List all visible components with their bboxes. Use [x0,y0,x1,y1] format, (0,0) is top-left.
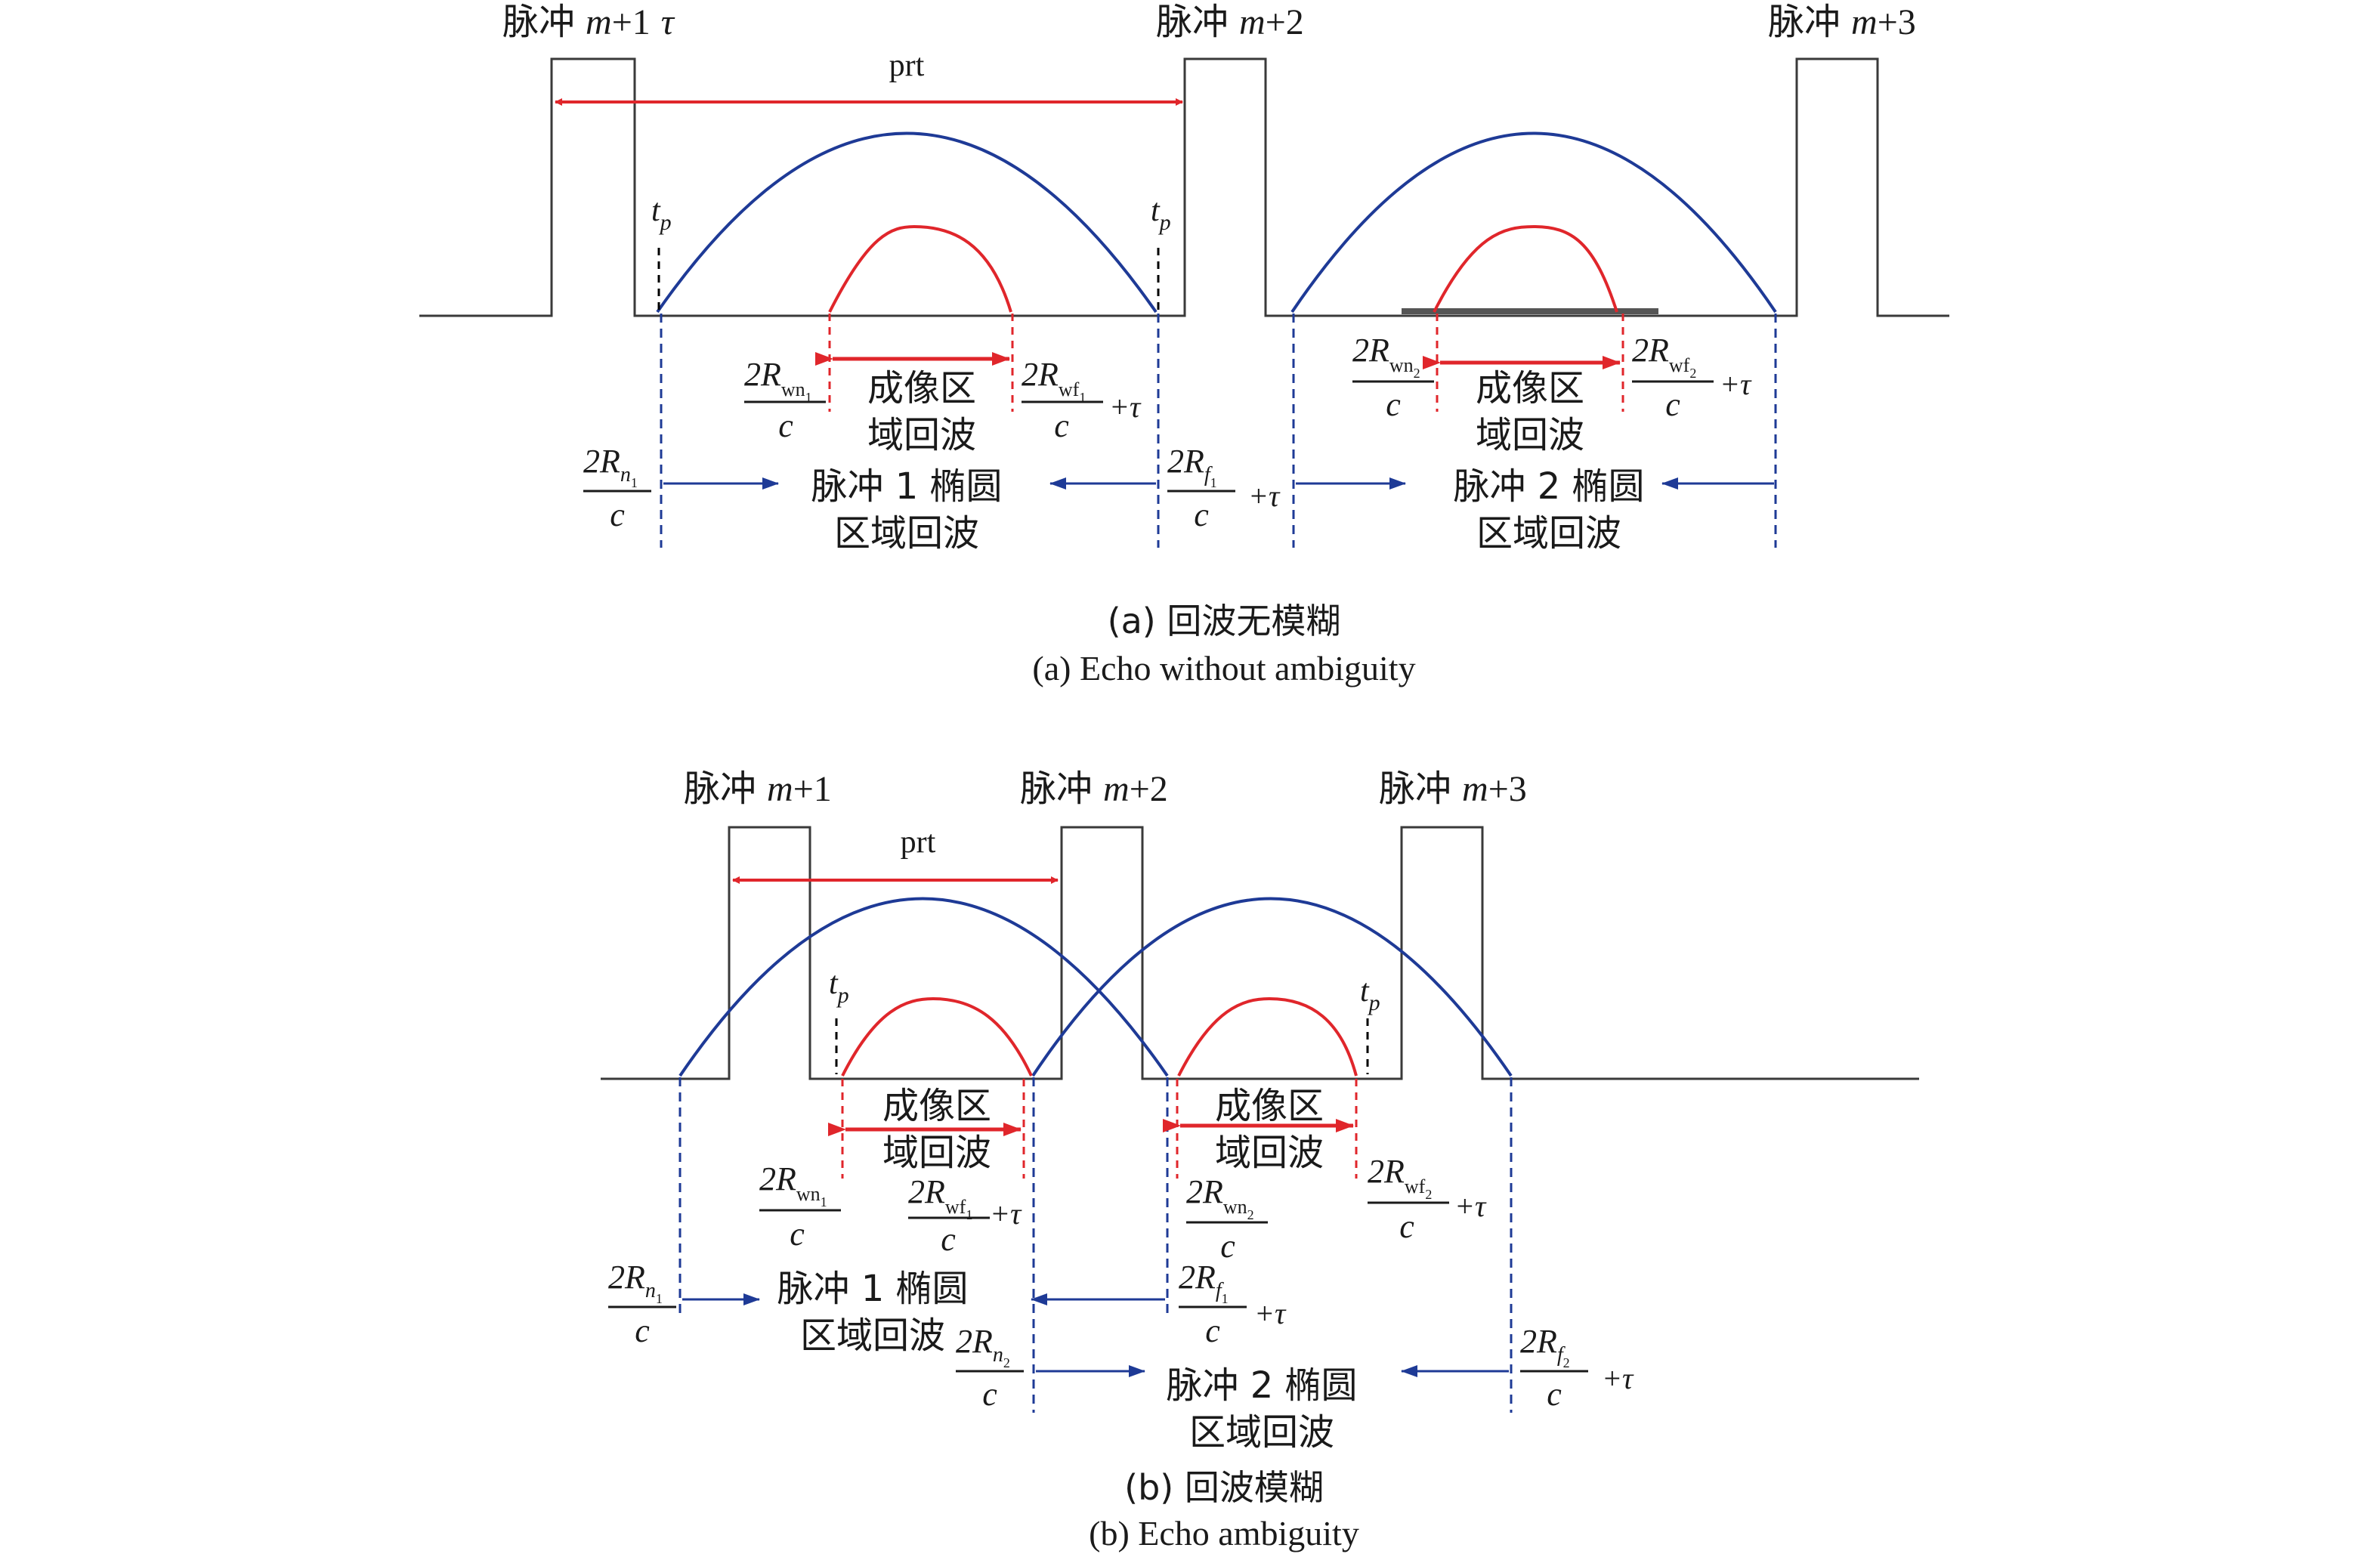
svg-text:2Rf1: 2Rf1 [1167,443,1217,490]
imaging-label-a1-l2: 域回波 [867,414,976,456]
frac-b-wn2: 2Rwn2 c [1186,1173,1268,1265]
ellipse-label-a1-l1: 脉冲 1 椭圆 [811,465,1002,508]
ellipse-echo-a1 [656,131,1158,314]
svg-text:c: c [1220,1228,1235,1265]
imaging-label-b2-l1: 成像区 [1215,1085,1324,1127]
ellipse-echo-b1 [678,897,1169,1077]
svg-text:c: c [1205,1312,1220,1349]
ellipse-echo-a2 [1290,131,1777,314]
frac-b-wn1: 2Rwn1 c [759,1160,841,1253]
caption-a-zh: (a) 回波无模糊 [1108,601,1341,641]
tp-label-b1: tp [829,966,849,1008]
imaging-label-b2-l2: 域回波 [1215,1132,1324,1174]
svg-text:c: c [1665,386,1680,423]
caption-b-zh: (b) 回波模糊 [1124,1467,1324,1508]
svg-text:c: c [635,1312,650,1349]
svg-text:c: c [1054,407,1069,444]
caption-b-en: (b) Echo ambiguity [1089,1514,1359,1552]
svg-text:+τ: +τ [1720,367,1752,401]
svg-text:2Rn1: 2Rn1 [608,1259,663,1306]
pulse-train-a [419,57,1949,317]
pulse-train-b [601,826,1919,1080]
svg-text:c: c [982,1376,997,1413]
svg-text:+τ: +τ [1248,479,1281,513]
svg-text:2Rwn1: 2Rwn1 [759,1160,827,1210]
frac-a-wf2: 2Rwf2 c +τ [1632,332,1752,423]
imaging-label-a2-l2: 域回波 [1476,414,1584,456]
imaging-echo-b2 [1177,996,1358,1077]
svg-text:2Rwn1: 2Rwn1 [744,356,812,405]
frac-b-wf1: 2Rwf1 c +τ [908,1173,1022,1258]
frac-b-f2: 2Rf2 c +τ [1520,1323,1634,1413]
ellipse-label-b2-l2: 区域回波 [1189,1411,1334,1454]
tp-label-b2: tp [1360,974,1380,1015]
ellipse-label-b2-l1: 脉冲 2 椭圆 [1166,1364,1357,1407]
svg-text:c: c [941,1221,956,1258]
svg-text:c: c [1399,1208,1414,1245]
imaging-echo-a1 [828,224,1012,313]
svg-text:+τ: +τ [990,1197,1022,1231]
prt-label-a: prt [889,48,925,83]
tp-label-a1: tp [651,193,672,235]
ellipse-label-a2-l2: 区域回波 [1476,512,1621,555]
svg-text:2Rwf2: 2Rwf2 [1368,1153,1432,1202]
frac-a-n1: 2Rn1 c [583,443,651,533]
svg-text:2Rwn2: 2Rwn2 [1186,1173,1254,1222]
ellipse-label-a1-l2: 区域回波 [834,512,979,555]
svg-text:2Rwn2: 2Rwn2 [1352,332,1420,381]
svg-text:c: c [1386,386,1401,423]
caption-a-en: (a) Echo without ambiguity [1032,649,1415,687]
svg-text:2Rn1: 2Rn1 [583,443,638,490]
svg-text:c: c [1547,1376,1562,1413]
frac-b-f1: 2Rf1 c +τ [1179,1259,1287,1349]
svg-text:c: c [778,407,793,444]
tp-label-a2: tp [1151,193,1171,235]
svg-text:+τ: +τ [1109,390,1142,424]
ellipse-label-b1-l1: 脉冲 1 椭圆 [777,1268,968,1310]
imaging-echo-b1 [841,996,1033,1077]
svg-text:2Rwf1: 2Rwf1 [908,1173,972,1222]
frac-b-n2: 2Rn2 c [956,1323,1024,1413]
svg-text:+τ: +τ [1454,1189,1487,1223]
imaging-label-b1-l2: 域回波 [882,1132,991,1174]
imaging-label-b1-l1: 成像区 [882,1085,991,1127]
frac-a-wn2: 2Rwn2 c [1352,332,1434,423]
frac-b-n1: 2Rn1 c [608,1259,676,1349]
imaging-label-a1-l1: 成像区 [867,367,976,409]
svg-text:c: c [1194,496,1209,533]
ellipse-label-b1-l2: 区域回波 [800,1315,945,1357]
svg-text:+τ: +τ [1602,1361,1634,1395]
ellipse-echo-b2 [1031,897,1513,1077]
prt-label-b: prt [901,825,936,860]
svg-text:+τ: +τ [1254,1296,1287,1330]
frac-b-wf2: 2Rwf2 c +τ [1368,1153,1487,1245]
ellipse-label-a2-l1: 脉冲 2 椭圆 [1453,465,1644,508]
svg-text:2Rwf2: 2Rwf2 [1632,332,1696,381]
frac-a-wn1: 2Rwn1 c [744,356,826,444]
svg-text:2Rwf1: 2Rwf1 [1022,356,1086,405]
frac-a-f1: 2Rf1 c +τ [1167,443,1281,533]
svg-text:2Rf2: 2Rf2 [1520,1323,1570,1370]
svg-text:c: c [790,1216,805,1253]
imaging-label-a2-l1: 成像区 [1476,367,1584,409]
svg-text:2Rn2: 2Rn2 [956,1323,1010,1370]
svg-text:2Rf1: 2Rf1 [1179,1259,1229,1306]
svg-text:c: c [610,496,625,533]
imaging-echo-a2 [1433,224,1618,313]
frac-a-wf1: 2Rwf1 c +τ [1022,356,1142,444]
